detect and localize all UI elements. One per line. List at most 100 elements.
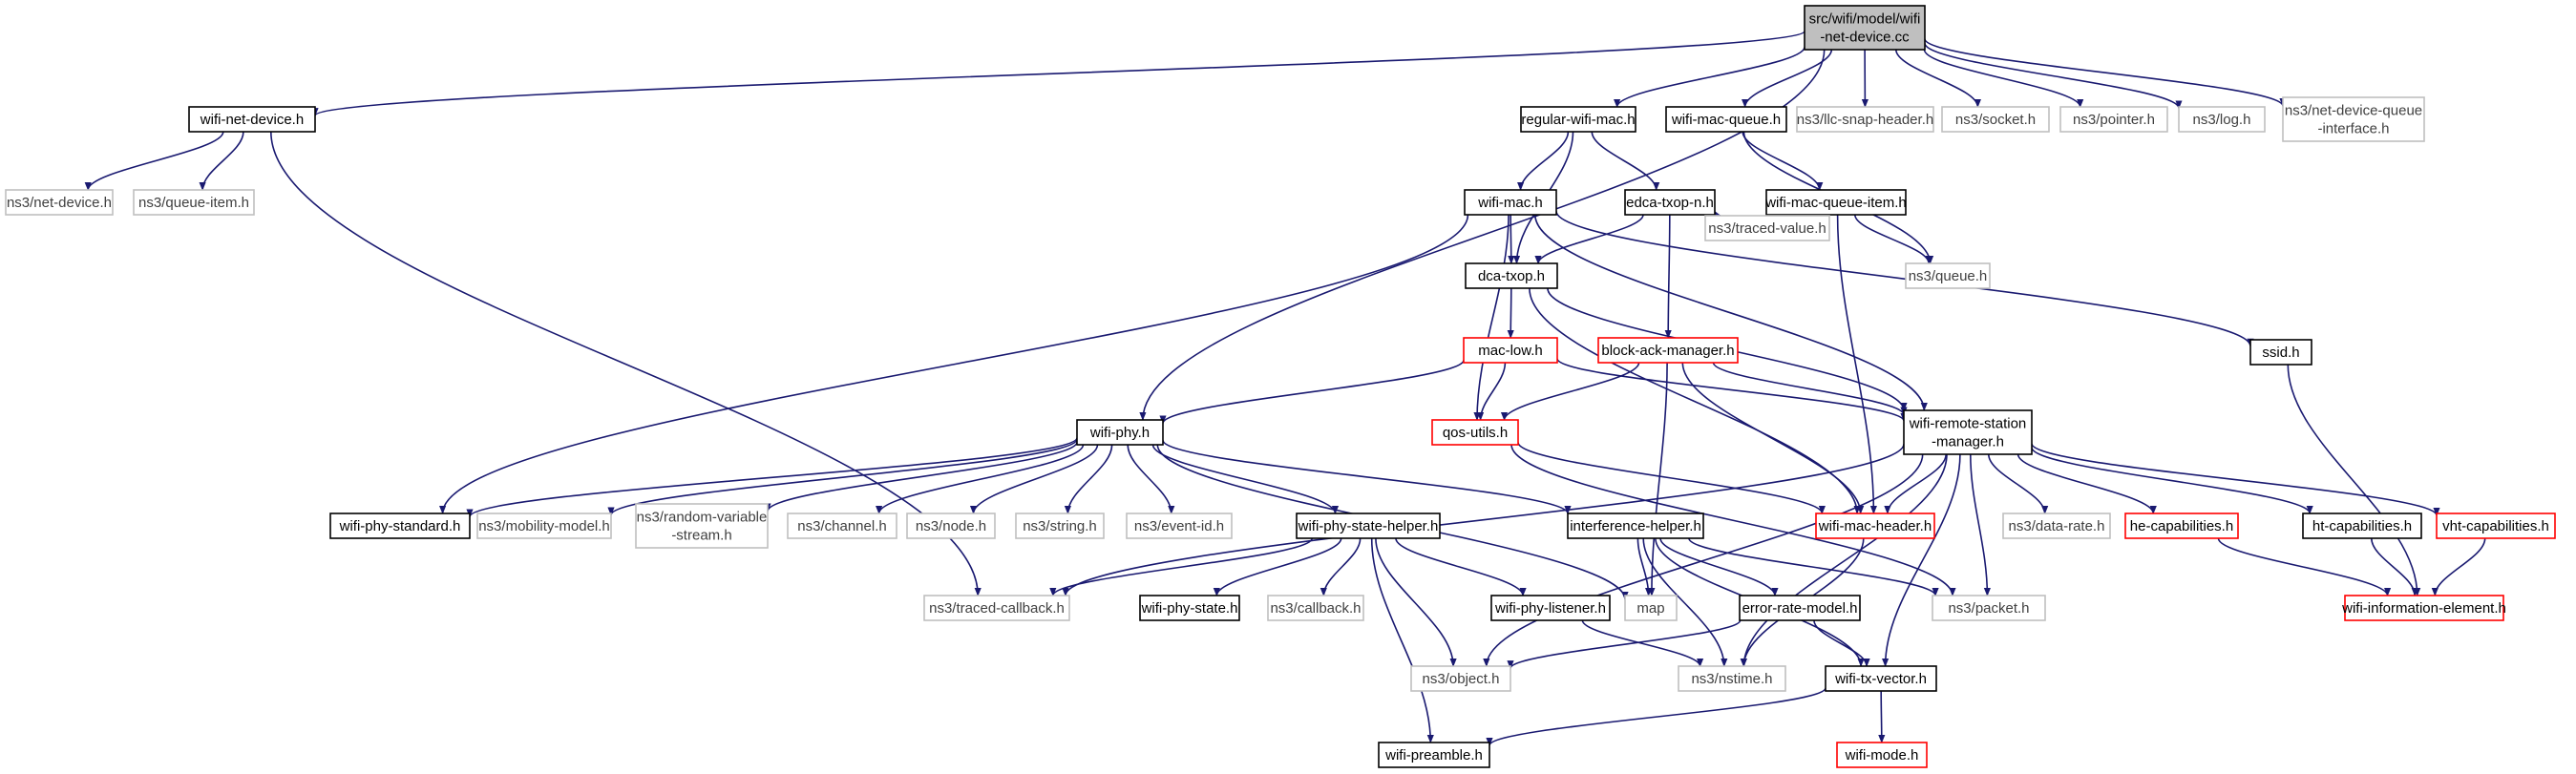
node-wmac[interactable]: wifi-mac.h — [1464, 189, 1557, 216]
edge-maclow-to-wrsm — [1556, 358, 1908, 422]
node-rvs: ns3/random-variable-stream.h — [635, 503, 769, 549]
edge-rwm-to-wmac — [1517, 131, 1570, 191]
node-box-pkt — [1932, 595, 2046, 621]
node-dca[interactable]: dca-txop.h — [1465, 262, 1558, 289]
node-label-wpl: wifi-phy-listener.h — [1494, 600, 1606, 617]
node-label-rvs: -stream.h — [671, 528, 731, 544]
edge-wpsh-to-wpst — [1213, 537, 1342, 596]
node-label-evid: ns3/event-id.h — [1134, 518, 1224, 534]
node-label-ssid: ssid.h — [2262, 345, 2299, 361]
node-wrsm[interactable]: wifi-remote-station-manager.h — [1903, 409, 2033, 455]
edge-root-to-ndq — [1924, 38, 2287, 107]
edge-bam-to-qos — [1500, 362, 1640, 421]
node-wphy[interactable]: wifi-phy.h — [1076, 419, 1164, 446]
node-wmq[interactable]: wifi-mac-queue.h — [1665, 106, 1787, 133]
node-label-ih: interference-helper.h — [1570, 518, 1701, 534]
node-wtv[interactable]: wifi-tx-vector.h — [1825, 665, 1937, 692]
node-wps[interactable]: wifi-phy-standard.h — [329, 513, 471, 539]
node-box-llc — [1796, 106, 1934, 133]
node-label-root: src/wifi/model/wifi — [1809, 11, 1921, 28]
node-log: ns3/log.h — [2178, 106, 2266, 133]
node-wpst[interactable]: wifi-phy-state.h — [1139, 595, 1240, 621]
node-box-node — [906, 513, 996, 539]
node-label-log: ns3/log.h — [2193, 112, 2251, 128]
node-box-str — [1015, 513, 1105, 539]
node-label-map: map — [1636, 600, 1664, 617]
node-label-mob: ns3/mobility-model.h — [478, 518, 610, 534]
node-wmh[interactable]: wifi-mac-header.h — [1815, 513, 1935, 539]
edge-bam-to-wrsm — [1712, 362, 1908, 416]
node-box-nst — [1678, 665, 1786, 692]
edge-wrsm-to-obj — [1483, 453, 1924, 667]
node-label-wpst: wifi-phy-state.h — [1141, 600, 1238, 617]
node-wpsh[interactable]: wifi-phy-state-helper.h — [1296, 513, 1441, 539]
node-box-qos — [1431, 419, 1519, 446]
edge-root-to-ptr — [1923, 49, 2084, 108]
node-root[interactable]: src/wifi/model/wifi-net-device.cc — [1804, 5, 1926, 51]
edge-root-to-wnd — [311, 30, 1805, 117]
node-box-wie — [2344, 595, 2504, 621]
node-wie[interactable]: wifi-information-element.h — [2341, 595, 2506, 621]
node-box-tval — [1704, 215, 1830, 241]
node-label-tval: ns3/traced-value.h — [1708, 220, 1826, 237]
node-label-wpsh: wifi-phy-state-helper.h — [1298, 518, 1439, 534]
node-hecap[interactable]: he-capabilities.h — [2124, 513, 2239, 539]
node-vhtcap[interactable]: vht-capabilities.h — [2436, 513, 2556, 539]
node-label-ndq: ns3/net-device-queue — [2285, 103, 2422, 119]
node-wmqi[interactable]: wifi-mac-queue-item.h — [1764, 189, 1907, 216]
edge-root-to-wmq — [1742, 49, 1833, 108]
edge-ssid-to-wie — [2287, 364, 2421, 596]
edge-root-to-sock — [1895, 49, 1981, 108]
node-ih[interactable]: interference-helper.h — [1567, 513, 1704, 539]
edge-ih-to-map — [1636, 537, 1653, 596]
node-box-drate — [2002, 513, 2111, 539]
node-sock: ns3/socket.h — [1941, 106, 2050, 133]
node-str: ns3/string.h — [1015, 513, 1105, 539]
node-erm[interactable]: error-rate-model.h — [1739, 595, 1861, 621]
edge-wphy-to-rvs — [764, 441, 1078, 513]
node-wpl[interactable]: wifi-phy-listener.h — [1490, 595, 1611, 621]
edge-wmac-to-ssid — [1555, 211, 2254, 347]
edge-ih-to-pkt — [1688, 537, 1939, 596]
edge-ih-to-erm — [1659, 537, 1779, 596]
node-label-ndq: -interface.h — [2317, 121, 2389, 137]
node-label-vhtcap: vht-capabilities.h — [2442, 518, 2549, 534]
edge-wrsm-to-drate — [1988, 453, 2049, 514]
node-edca[interactable]: edca-txop-n.h — [1624, 189, 1716, 216]
node-box-ssid — [2249, 339, 2312, 366]
node-box-wmqi — [1765, 189, 1907, 216]
node-wmode[interactable]: wifi-mode.h — [1836, 742, 1928, 768]
node-box-vhtcap — [2436, 513, 2556, 539]
node-box-obj — [1410, 665, 1511, 692]
node-label-rwm: regular-wifi-mac.h — [1521, 112, 1635, 128]
node-label-wmode: wifi-mode.h — [1845, 747, 1919, 764]
node-evid: ns3/event-id.h — [1126, 513, 1233, 539]
node-chan: ns3/channel.h — [787, 513, 897, 539]
node-label-obj: ns3/object.h — [1423, 671, 1500, 687]
node-label-wtv: wifi-tx-vector.h — [1834, 671, 1927, 687]
node-box-wphy — [1076, 419, 1164, 446]
node-qos[interactable]: qos-utils.h — [1431, 419, 1519, 446]
node-map: map — [1624, 595, 1678, 621]
edge-root-to-rwm — [1614, 46, 1805, 108]
node-cb: ns3/callback.h — [1267, 595, 1364, 621]
edge-hecap-to-wie — [2217, 537, 2392, 596]
edge-maclow-to-qos — [1477, 362, 1507, 421]
node-maclow[interactable]: mac-low.h — [1463, 337, 1558, 364]
node-label-wphy: wifi-phy.h — [1089, 425, 1150, 441]
edge-wmac-to-wps — [439, 214, 1469, 514]
node-rwm[interactable]: regular-wifi-mac.h — [1520, 106, 1636, 133]
node-wpre[interactable]: wifi-preamble.h — [1378, 742, 1490, 768]
node-label-wnd: wifi-net-device.h — [200, 112, 304, 128]
node-box-wpsh — [1296, 513, 1441, 539]
node-ndq: ns3/net-device-queue -interface.h — [2282, 96, 2425, 142]
node-bam[interactable]: block-ack-manager.h — [1597, 337, 1739, 364]
node-ssid[interactable]: ssid.h — [2249, 339, 2312, 366]
node-box-log — [2178, 106, 2266, 133]
node-label-netdev: ns3/net-device.h — [7, 195, 112, 211]
edge-wpl-to-nst — [1581, 619, 1704, 667]
node-htcap[interactable]: ht-capabilities.h — [2302, 513, 2422, 539]
node-wnd[interactable]: wifi-net-device.h — [188, 106, 316, 133]
node-label-cb: ns3/callback.h — [1270, 600, 1361, 617]
node-label-wmac: wifi-mac.h — [1477, 195, 1543, 211]
